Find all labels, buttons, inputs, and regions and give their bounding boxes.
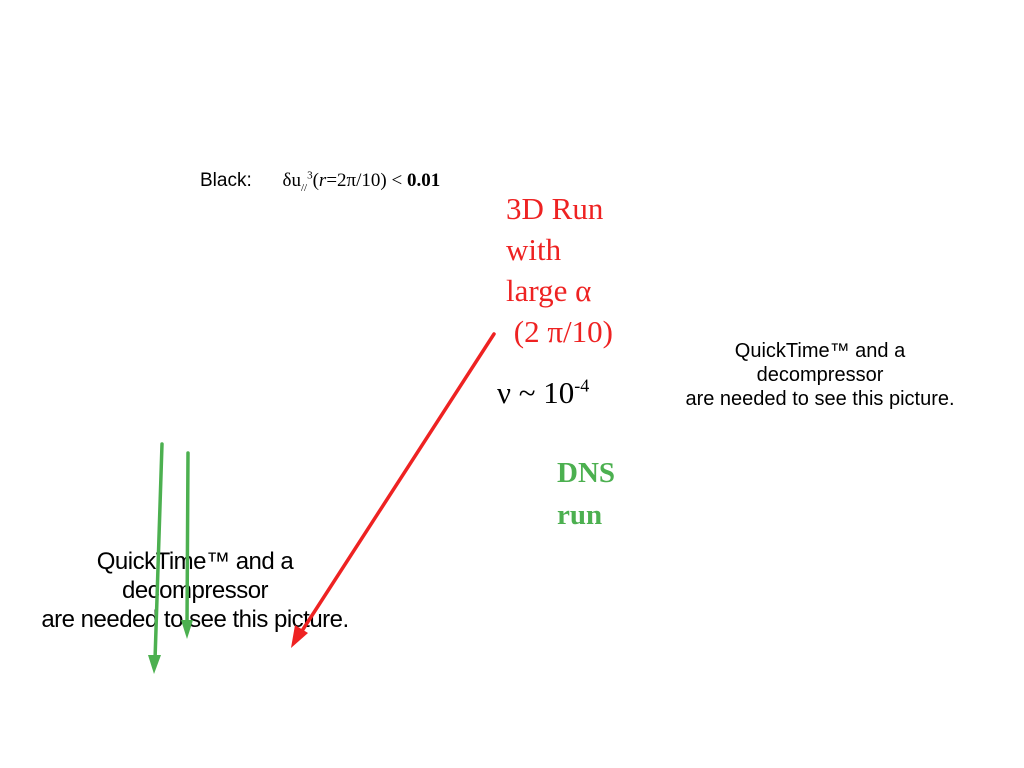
quicktime-placeholder-right: QuickTime™ and a decompressor are needed… xyxy=(620,339,1020,411)
red-run-annotation: 3D Run with large α (2 π/10) xyxy=(506,188,613,352)
formula-r: r xyxy=(318,170,327,192)
formula-sup: 3 xyxy=(307,170,313,182)
quicktime-line: decompressor xyxy=(756,364,884,386)
formula-sub: // xyxy=(300,182,308,195)
formula-delta: δu xyxy=(282,170,301,192)
red-run-line: with xyxy=(506,232,562,267)
black-caption: Black: δu//3(r=2π/10) < 0.01 xyxy=(200,170,440,194)
dns-run-line: DNS xyxy=(557,457,616,489)
dns-run-line: run xyxy=(557,499,603,531)
formula-eq: =2π/10) < xyxy=(326,170,407,192)
red-arrowhead-icon xyxy=(291,625,308,648)
green-arrowhead-right-icon xyxy=(181,620,193,639)
quicktime-line: are needed to see this picture. xyxy=(685,388,955,410)
green-arrow-right-shaft xyxy=(185,451,190,627)
green-arrow-left-shaft xyxy=(153,442,164,662)
quicktime-line: decompressor xyxy=(121,577,269,604)
dns-run-annotation: DNS run xyxy=(557,452,615,536)
quicktime-line: QuickTime™ and a xyxy=(96,548,294,575)
formula-open: ( xyxy=(312,170,319,192)
viscosity-label: ν ~ 10-4 xyxy=(497,375,589,411)
black-caption-formula: δu//3(r=2π/10) < 0.01 xyxy=(282,170,441,195)
viscosity-exponent: -4 xyxy=(574,375,590,396)
green-arrowhead-left-icon xyxy=(148,655,161,674)
black-caption-label: Black: xyxy=(200,170,252,192)
quicktime-line: QuickTime™ and a xyxy=(734,340,906,362)
red-run-line: 3D Run xyxy=(506,191,604,226)
red-run-line: large α xyxy=(506,273,592,308)
viscosity-base: ν ~ 10 xyxy=(497,375,575,410)
red-arrow-shaft xyxy=(298,332,496,636)
formula-value: 0.01 xyxy=(406,170,441,192)
red-run-line: (2 π/10) xyxy=(506,314,613,349)
